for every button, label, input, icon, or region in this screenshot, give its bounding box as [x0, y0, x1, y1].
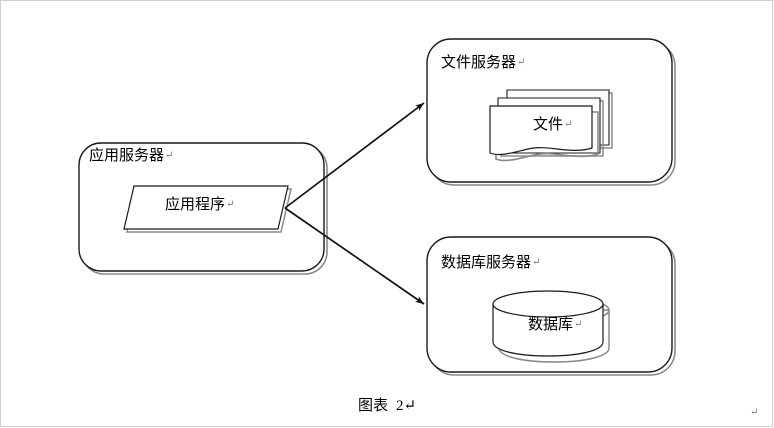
connector-app-to-db[interactable]	[284, 207, 425, 305]
node-app-server[interactable]	[78, 142, 328, 275]
file-document-label: 文件↵	[533, 117, 573, 133]
caption-number: 2	[395, 398, 404, 414]
node-database-cylinder[interactable]	[492, 290, 610, 363]
db-cylinder-top	[492, 290, 604, 318]
db-server-label: 数据库服务器↵	[441, 255, 541, 271]
app-program-label: 应用程序↵	[165, 197, 235, 213]
node-file-document-stack[interactable]	[489, 89, 613, 162]
node-file-server[interactable]	[426, 38, 676, 186]
pilcrow-mark: ↵	[403, 398, 417, 414]
node-app-program[interactable]	[123, 185, 292, 233]
app-program-shape	[123, 185, 289, 230]
file-server-label: 文件服务器↵	[441, 55, 526, 71]
trailing-pilcrow-mark: ↵	[750, 407, 759, 418]
app-server-label: 应用服务器↵	[89, 148, 174, 164]
pilcrow-mark: ↵	[574, 319, 583, 330]
file-doc-front-shadow	[495, 111, 599, 162]
file-doc-front	[489, 105, 593, 156]
pilcrow-mark: ↵	[226, 199, 235, 210]
database-label: 数据库↵	[528, 317, 583, 333]
pilcrow-mark: ↵	[564, 119, 573, 130]
connector-app-to-file[interactable]	[284, 102, 425, 209]
pilcrow-mark: ↵	[517, 57, 526, 68]
pilcrow-mark: ↵	[165, 150, 174, 161]
pilcrow-mark: ↵	[532, 257, 541, 268]
node-db-server[interactable]	[426, 236, 676, 376]
db-cylinder-body	[492, 303, 604, 357]
caption-prefix: 图表	[357, 398, 388, 414]
